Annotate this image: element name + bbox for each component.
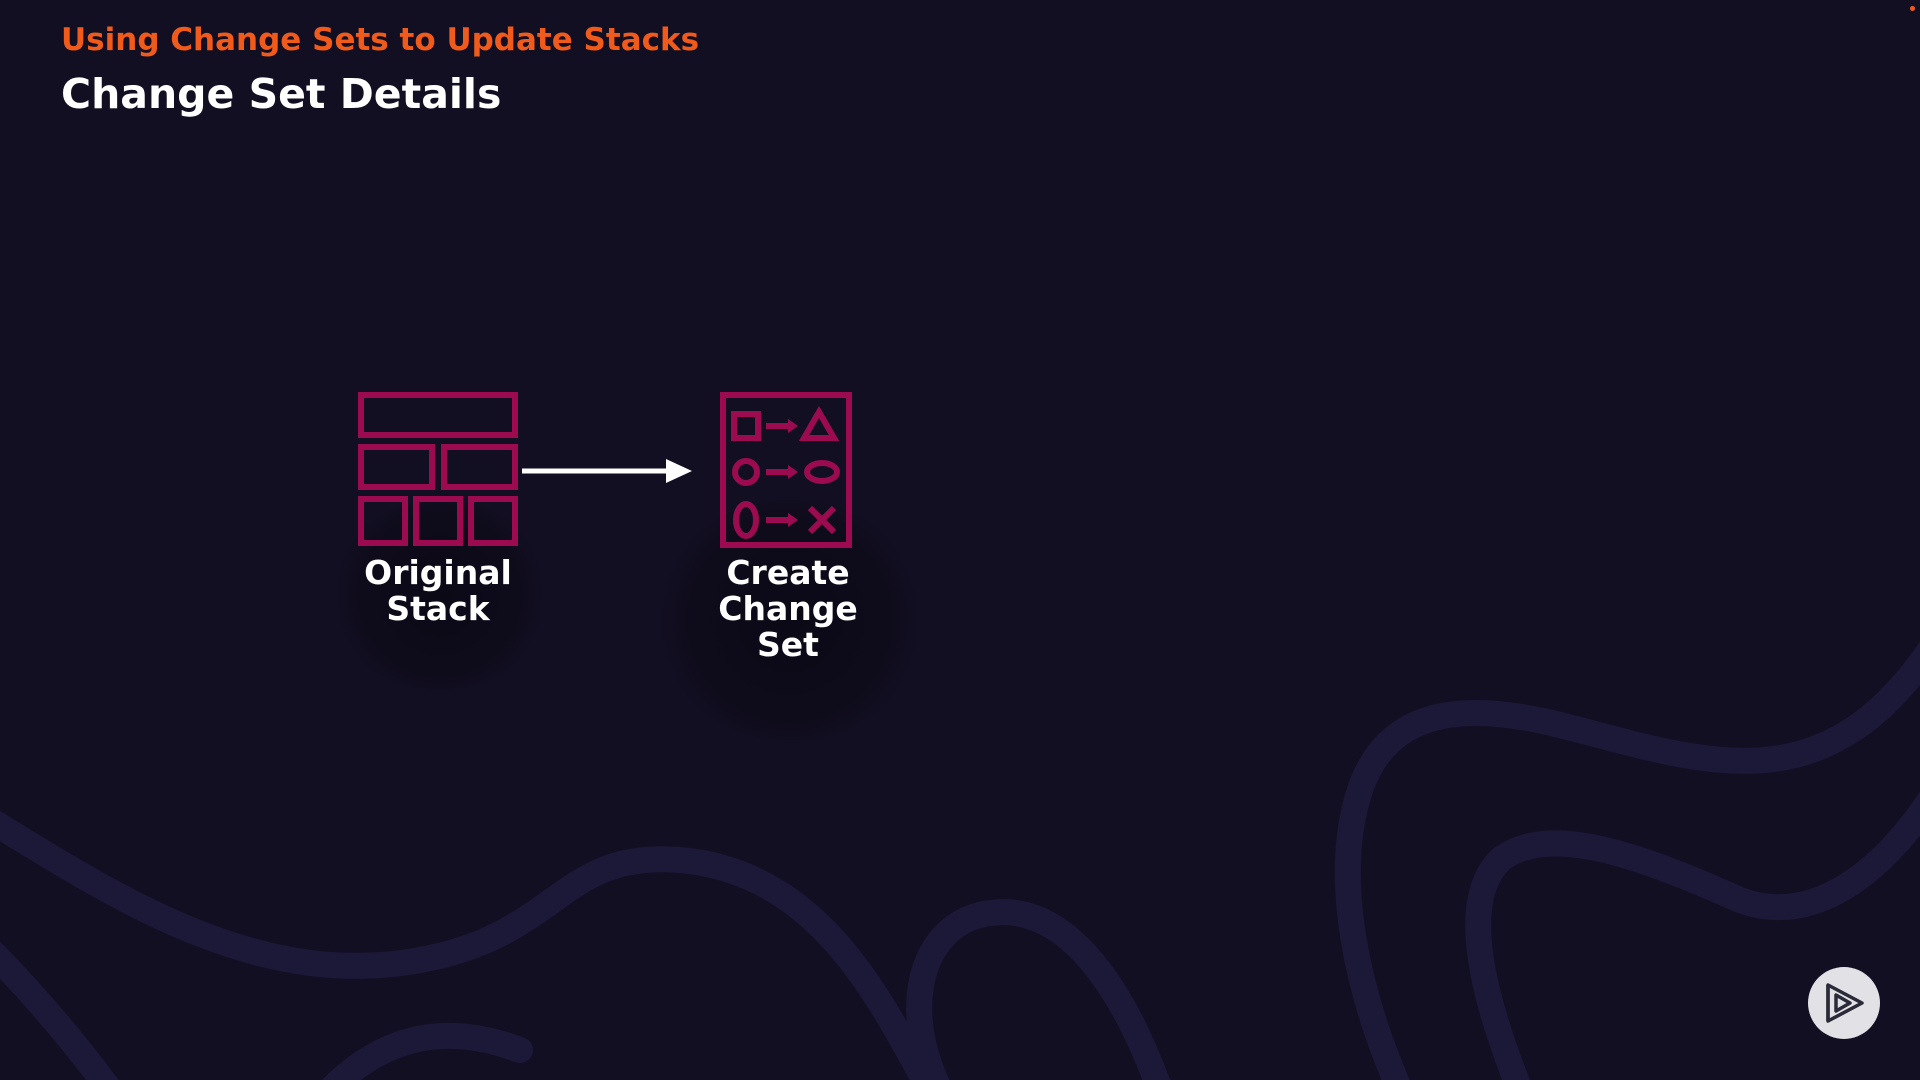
change-set-icon	[720, 392, 852, 548]
slide-title: Change Set Details	[61, 70, 502, 118]
node-label-line: Original	[364, 553, 512, 592]
stack-grid-icon	[358, 392, 518, 546]
node-label-line: Create	[726, 553, 850, 592]
node-label-line: Change	[718, 589, 858, 628]
node-glow-create-change-set	[655, 500, 925, 740]
node-label-create-change-set: Create Change Set	[688, 555, 888, 663]
node-label-line: Set	[757, 625, 819, 664]
corner-dot	[1910, 6, 1915, 11]
slide-subtitle: Using Change Sets to Update Stacks	[61, 22, 700, 58]
play-button[interactable]	[1808, 967, 1880, 1039]
play-logo-icon	[1826, 983, 1864, 1023]
node-label-line: Stack	[386, 589, 490, 628]
connector-arrow	[522, 459, 692, 483]
node-label-original-stack: Original Stack	[338, 555, 538, 627]
